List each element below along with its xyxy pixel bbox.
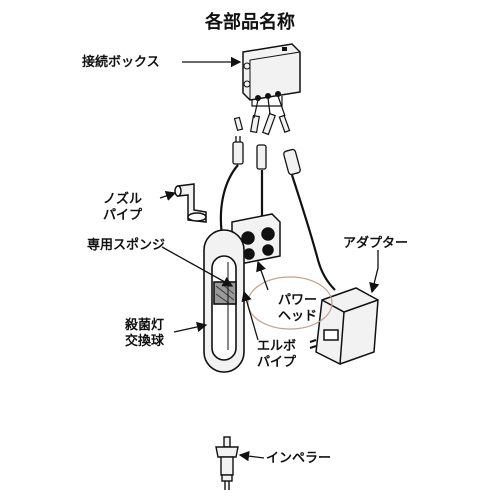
label-elbow-pipe-line1: エルボ: [257, 339, 297, 354]
label-sponge: 専用スポンジ: [87, 238, 166, 253]
label-junction-box: 接続ボックス: [82, 55, 160, 70]
highlight-circle: [247, 276, 333, 330]
label-power-head-line1: パワー: [278, 293, 318, 308]
label-elbow-pipe-line2: パイプ: [257, 355, 297, 370]
cable-plugs: [232, 136, 301, 176]
label-uv-lamp-line1: 殺菌灯: [125, 318, 165, 333]
label-uv-lamp-line2: 交換球: [125, 334, 165, 349]
impeller-part: [215, 436, 239, 490]
label-power-head-line2: ヘッド: [278, 309, 318, 324]
connector-plugs: [233, 95, 291, 136]
adapter-part: [309, 287, 379, 365]
uv-lamp-part: [203, 229, 245, 373]
label-nozzle-pipe-line1: ノズル: [103, 192, 143, 207]
diagram-title: 各部品名称: [205, 12, 295, 33]
label-impeller: インペラー: [266, 451, 332, 466]
label-adapter: アダプター: [343, 236, 409, 251]
label-nozzle-pipe-line2: パイプ: [103, 208, 143, 223]
leader-lines: [159, 56, 380, 462]
junction-box-part: [242, 43, 301, 107]
nozzle-pipe-part: [174, 183, 207, 223]
